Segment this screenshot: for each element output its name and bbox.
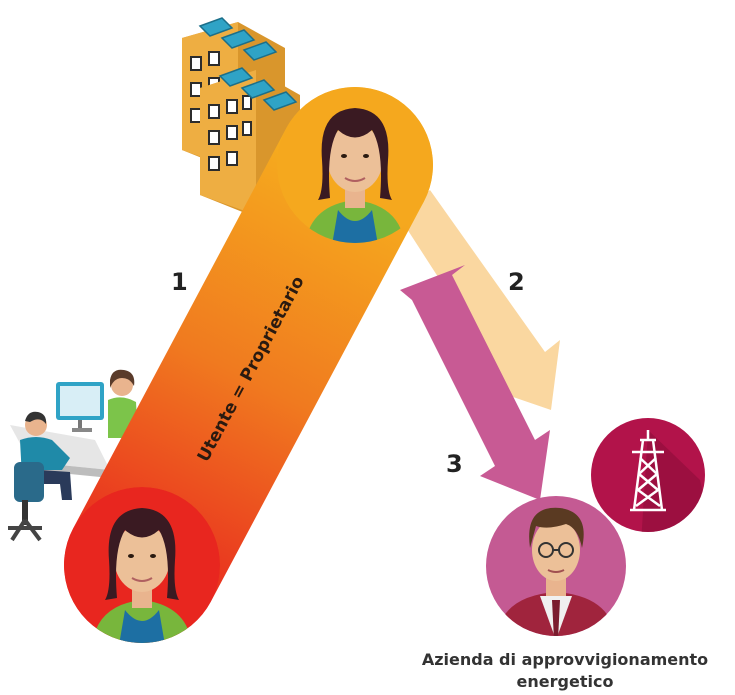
utility-company-person-icon [486, 496, 626, 636]
office-desk-icon [8, 369, 138, 542]
arrow-utility-to-user [400, 265, 550, 500]
utility-caption-line-2: energetico [516, 672, 614, 691]
person-icon [64, 487, 220, 643]
step-3-label: 3 [446, 450, 463, 478]
utility-company-caption: Azienda di approvvigionamento energetico [395, 649, 735, 693]
step-2-label: 2 [508, 268, 525, 296]
utility-caption-line-1: Azienda di approvvigionamento [421, 650, 709, 669]
step-1-label: 1 [171, 268, 188, 296]
person-icon [277, 87, 433, 243]
arrow-user-to-utility [398, 190, 560, 410]
